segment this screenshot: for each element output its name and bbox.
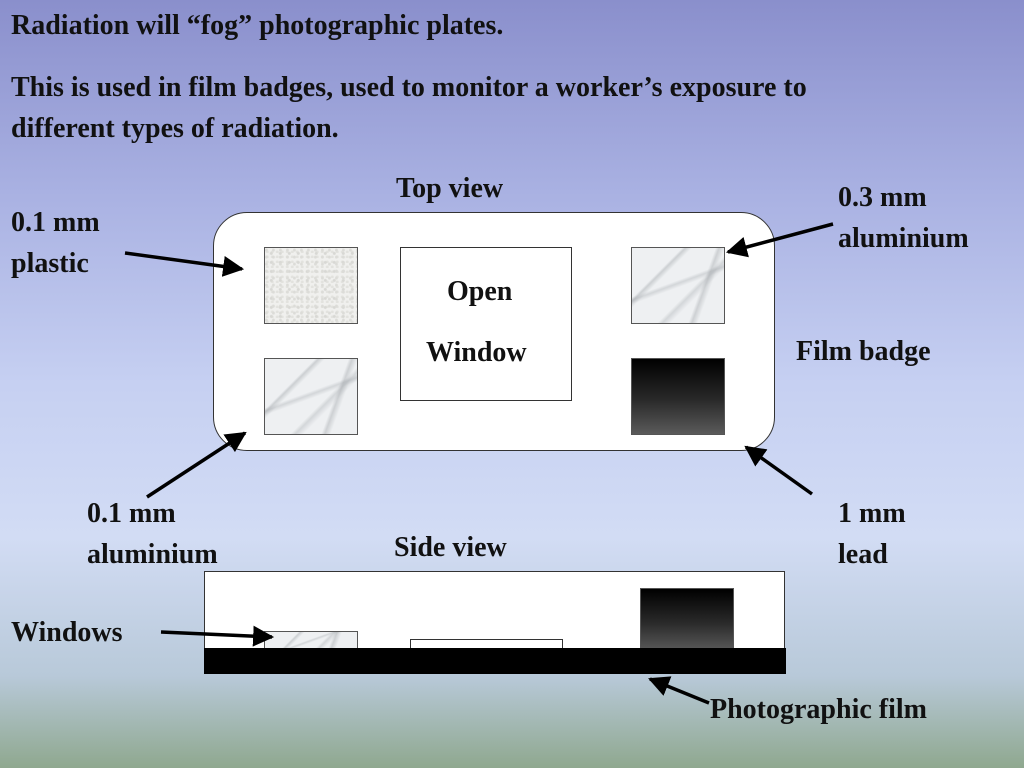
arrow-windows xyxy=(160,625,275,647)
arrow-aluminium-03 xyxy=(725,222,834,258)
label-photographic-film: Photographic film xyxy=(710,694,927,725)
plastic-filter xyxy=(264,247,358,324)
side-lead-window xyxy=(640,588,734,651)
heading: Radiation will “fog” photographic plates… xyxy=(11,10,504,41)
arrow-lead xyxy=(744,445,814,496)
label-lead-material: lead xyxy=(838,539,888,570)
aluminium-03-filter xyxy=(631,247,725,324)
label-plastic-thickness: 0.1 mm xyxy=(11,207,100,238)
label-aluminium-01-material: aluminium xyxy=(87,539,218,570)
arrow-aluminium-01 xyxy=(146,431,247,499)
label-plastic-material: plastic xyxy=(11,248,89,279)
label-aluminium-03-thickness: 0.3 mm xyxy=(838,182,927,213)
open-window xyxy=(400,247,572,401)
arrow-photographic-film xyxy=(648,676,710,705)
label-film-badge: Film badge xyxy=(796,336,931,367)
intro-line-1: This is used in film badges, used to mon… xyxy=(11,72,807,103)
aluminium-01-filter xyxy=(264,358,358,435)
open-window-label-2: Window xyxy=(426,337,527,368)
photographic-film xyxy=(204,648,786,674)
label-lead-thickness: 1 mm xyxy=(838,498,906,529)
intro-line-2: different types of radiation. xyxy=(11,113,339,144)
side-aluminium-window xyxy=(264,631,358,651)
arrow-plastic xyxy=(124,251,245,277)
label-aluminium-03-material: aluminium xyxy=(838,223,969,254)
lead-filter xyxy=(631,358,725,435)
top-view-label: Top view xyxy=(396,173,504,204)
label-windows: Windows xyxy=(11,617,123,648)
open-window-label-1: Open xyxy=(447,276,513,307)
label-aluminium-01-thickness: 0.1 mm xyxy=(87,498,176,529)
side-view-label: Side view xyxy=(394,532,507,563)
